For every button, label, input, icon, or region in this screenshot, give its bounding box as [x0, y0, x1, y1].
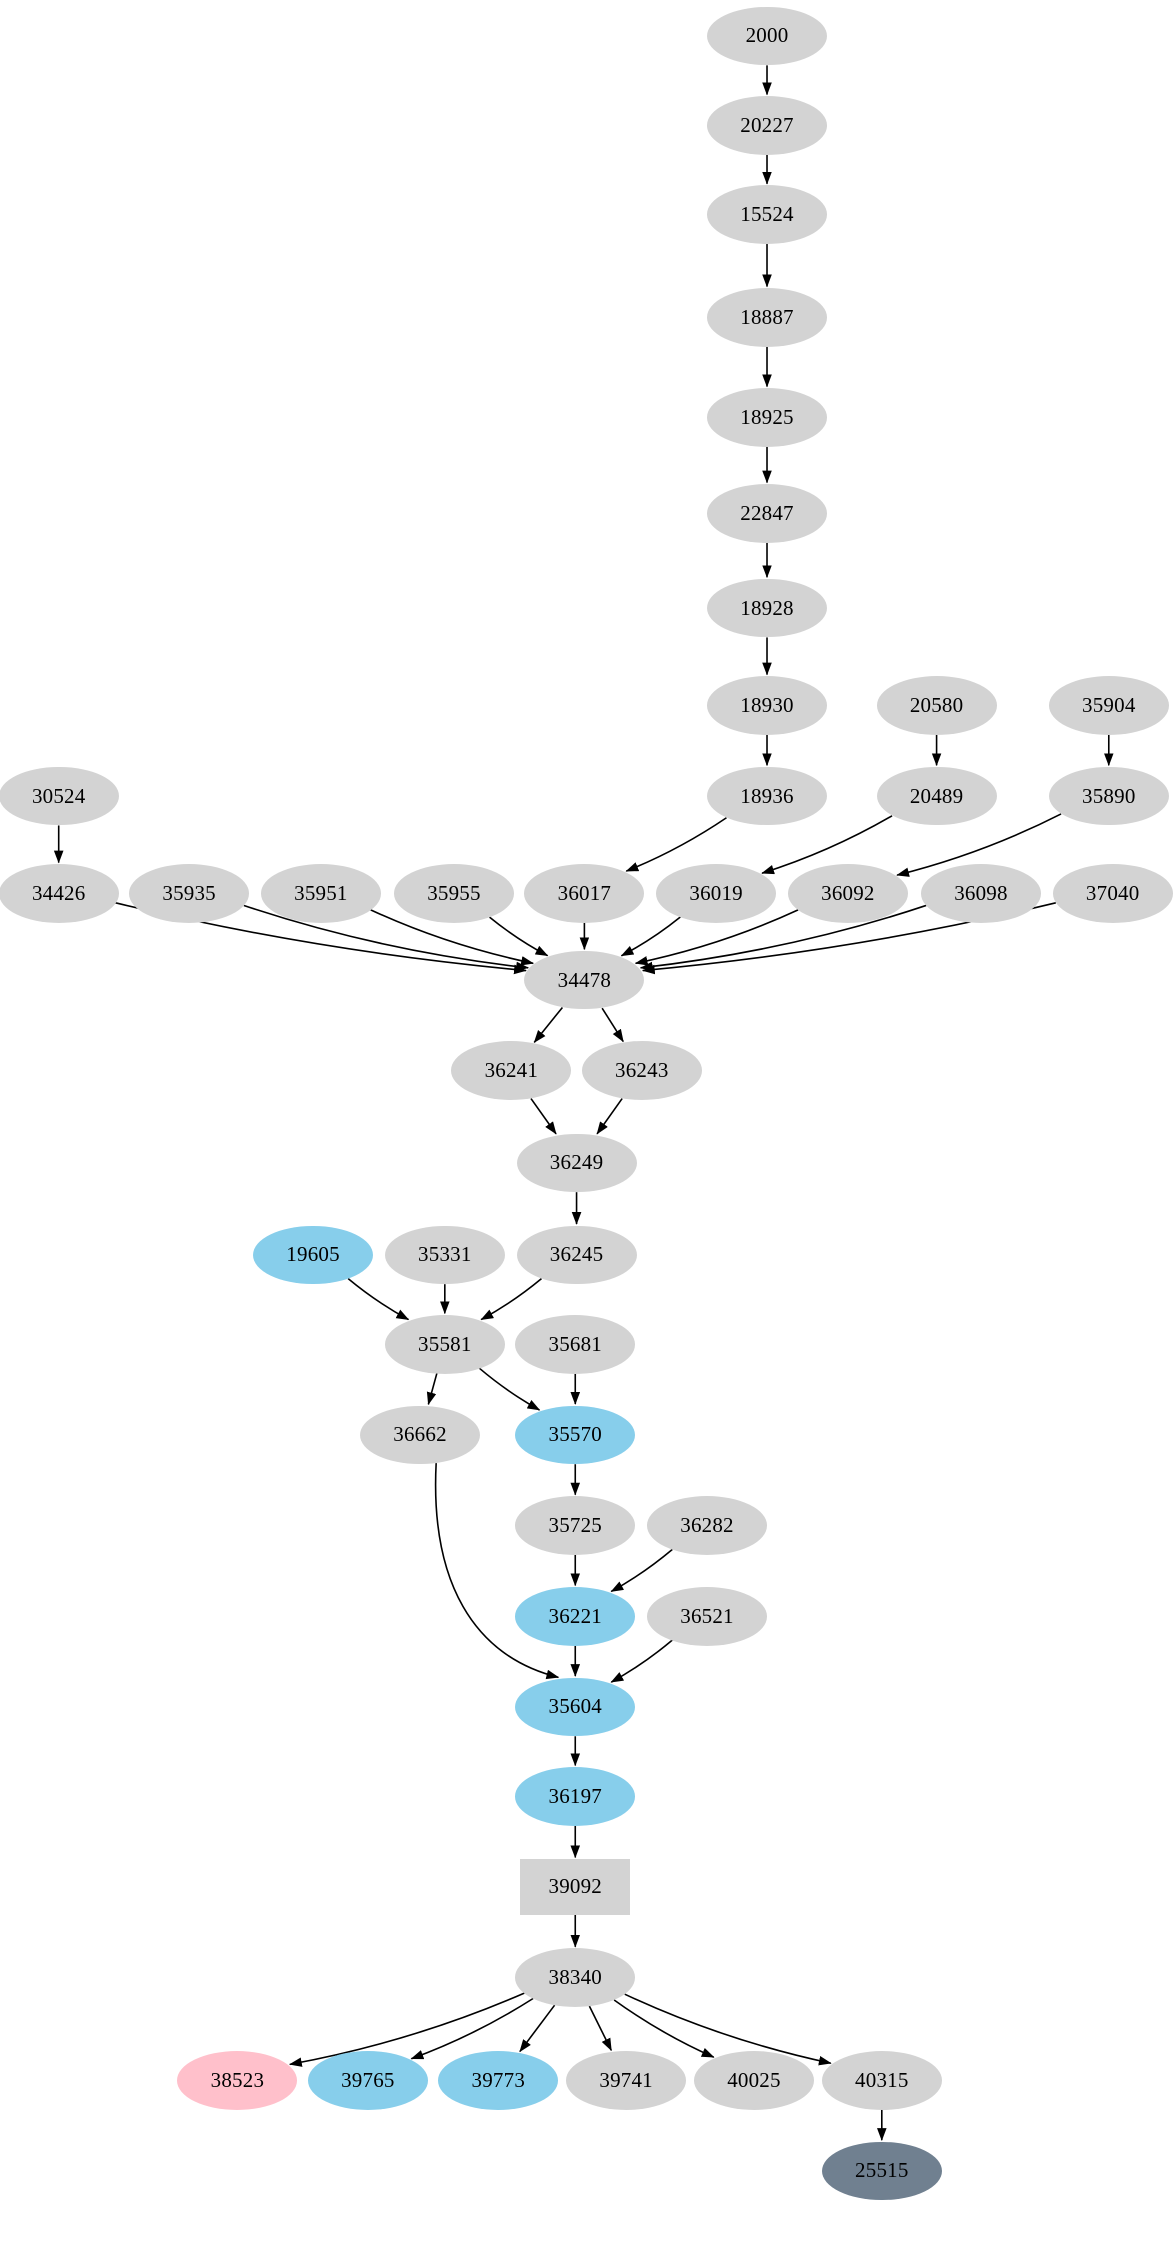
- graph-node-label: 35725: [548, 1513, 602, 1538]
- graph-node-label: 35604: [548, 1694, 602, 1719]
- graph-node-39765[interactable]: 39765: [307, 2050, 428, 2110]
- graph-node-35570[interactable]: 35570: [515, 1405, 636, 1465]
- graph-node-22847[interactable]: 22847: [707, 484, 827, 543]
- graph-node-label: 20227: [740, 112, 794, 137]
- graph-node-label: 36521: [680, 1603, 734, 1628]
- graph-node-35725[interactable]: 35725: [515, 1496, 636, 1555]
- graph-node-label: 36282: [680, 1513, 734, 1538]
- graph-node-label: 18936: [740, 783, 794, 808]
- graph-node-label: 20489: [909, 783, 964, 808]
- graph-node-label: 2000: [745, 23, 789, 48]
- graph-node-label: 18928: [740, 595, 794, 620]
- graph-node-label: 35570: [548, 1422, 602, 1447]
- graph-node-38340[interactable]: 38340: [515, 1948, 636, 2007]
- graph-node-36243[interactable]: 36243: [581, 1041, 702, 1101]
- graph-node-label: 20580: [909, 692, 964, 717]
- graph-node-label: 36662: [393, 1422, 447, 1447]
- graph-node-label: 35890: [1082, 783, 1136, 808]
- graph-node-label: 36241: [484, 1058, 539, 1083]
- graph-node-36017[interactable]: 36017: [524, 864, 645, 923]
- graph-node-35604[interactable]: 35604: [515, 1677, 636, 1737]
- graph-node-label: 18925: [740, 404, 794, 429]
- graph-node-label: 35581: [418, 1331, 472, 1356]
- graph-node-label: 39773: [471, 2067, 526, 2092]
- graph-node-label: 36098: [954, 880, 1008, 905]
- graph-node-label: 35935: [162, 880, 216, 905]
- graph-node-label: 36019: [689, 880, 743, 905]
- graph-node-40315[interactable]: 40315: [821, 2050, 942, 2110]
- graph-node-label: 40025: [727, 2067, 781, 2092]
- graph-node-label: 34426: [31, 880, 86, 905]
- graph-node-label: 19605: [286, 1242, 340, 1267]
- graph-node-label: 39092: [548, 1874, 602, 1899]
- graph-node-36282[interactable]: 36282: [647, 1496, 767, 1555]
- graph-node-20227[interactable]: 20227: [707, 96, 827, 155]
- graph-node-15524[interactable]: 15524: [707, 185, 827, 245]
- graph-node-35581[interactable]: 35581: [384, 1314, 505, 1374]
- graph-node-35904[interactable]: 35904: [1048, 676, 1169, 735]
- graph-node-37040[interactable]: 37040: [1052, 864, 1173, 923]
- graph-node-18936[interactable]: 18936: [707, 766, 827, 826]
- graph-node-39773[interactable]: 39773: [438, 2050, 559, 2110]
- graph-node-36098[interactable]: 36098: [920, 864, 1041, 923]
- graph-node-36019[interactable]: 36019: [656, 864, 777, 923]
- graph-node-19605[interactable]: 19605: [253, 1225, 374, 1285]
- graph-node-label: 36197: [548, 1783, 602, 1808]
- graph-node-2000[interactable]: 2000: [707, 6, 827, 66]
- graph-node-label: 18930: [740, 692, 794, 717]
- graph-node-35955[interactable]: 35955: [393, 864, 514, 923]
- graph-node-35890[interactable]: 35890: [1048, 766, 1169, 826]
- graph-node-label: 35904: [1082, 692, 1136, 717]
- graph-node-label: 36243: [615, 1058, 669, 1083]
- graph-node-36521[interactable]: 36521: [647, 1586, 767, 1646]
- graph-node-36221[interactable]: 36221: [515, 1586, 636, 1646]
- graph-node-label: 35331: [418, 1242, 472, 1267]
- graph-node-label: 25515: [855, 2158, 909, 2183]
- graph-node-38523[interactable]: 38523: [177, 2050, 298, 2110]
- graph-node-label: 36249: [549, 1150, 604, 1175]
- graph-node-20489[interactable]: 20489: [876, 766, 997, 826]
- graph-node-label: 22847: [740, 500, 794, 525]
- graph-node-18887[interactable]: 18887: [707, 288, 827, 347]
- graph-node-35951[interactable]: 35951: [260, 864, 381, 923]
- graph-node-label: 36245: [549, 1242, 604, 1267]
- graph-node-40025[interactable]: 40025: [693, 2050, 814, 2110]
- graph-node-34426[interactable]: 34426: [0, 864, 119, 923]
- graph-node-label: 15524: [740, 202, 794, 227]
- graph-node-36662[interactable]: 36662: [360, 1405, 481, 1465]
- graph-node-label: 34478: [557, 967, 612, 992]
- graph-node-label: 35955: [427, 880, 481, 905]
- graph-node-36245[interactable]: 36245: [516, 1225, 637, 1285]
- graph-node-label: 39765: [341, 2067, 395, 2092]
- graph-node-18925[interactable]: 18925: [707, 388, 827, 447]
- graph-node-36197[interactable]: 36197: [515, 1766, 636, 1826]
- graph-node-label: 35951: [294, 880, 348, 905]
- graph-node-35331[interactable]: 35331: [384, 1225, 505, 1285]
- graph-node-label: 37040: [1085, 880, 1140, 905]
- graph-node-36241[interactable]: 36241: [451, 1041, 572, 1101]
- graph-node-39092[interactable]: 39092: [520, 1858, 631, 1915]
- graph-node-20580[interactable]: 20580: [876, 676, 997, 735]
- graph-node-label: 35681: [548, 1331, 602, 1356]
- graph-node-label: 18887: [740, 304, 794, 329]
- graph-node-34478[interactable]: 34478: [524, 950, 645, 1010]
- graph-node-39741[interactable]: 39741: [566, 2050, 687, 2110]
- graph-node-label: 40315: [855, 2067, 909, 2092]
- graph-node-label: 30524: [31, 783, 86, 808]
- graph-node-36249[interactable]: 36249: [516, 1133, 637, 1193]
- graph-node-label: 38523: [210, 2067, 265, 2092]
- graph-node-label: 36092: [821, 880, 875, 905]
- graph-node-18930[interactable]: 18930: [707, 676, 827, 735]
- graph-node-36092[interactable]: 36092: [787, 864, 908, 923]
- graph-node-25515[interactable]: 25515: [821, 2141, 942, 2201]
- graph-node-35681[interactable]: 35681: [515, 1314, 636, 1374]
- graph-node-label: 39741: [599, 2067, 653, 2092]
- graph-node-35935[interactable]: 35935: [129, 864, 250, 923]
- graph-node-label: 38340: [548, 1965, 602, 1990]
- graph-node-label: 36017: [557, 880, 612, 905]
- graph-node-18928[interactable]: 18928: [707, 578, 827, 638]
- graph-node-30524[interactable]: 30524: [0, 766, 119, 826]
- graph-node-label: 36221: [548, 1603, 602, 1628]
